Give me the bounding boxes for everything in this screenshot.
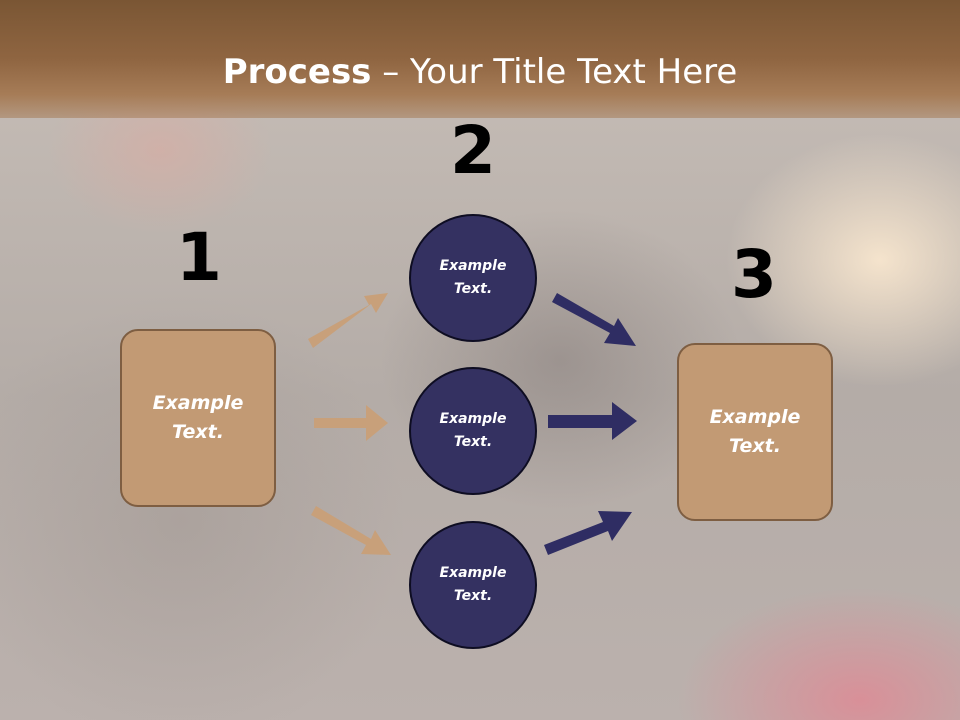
step-2-circle-top: Example Text. <box>409 214 537 342</box>
step-2-circle-middle: Example Text. <box>409 367 537 495</box>
title-bold: Process <box>222 52 372 92</box>
arrow-middle-to-3-icon <box>548 402 637 440</box>
step-2-circle-bottom: Example Text. <box>409 521 537 649</box>
step-1-box: Example Text. <box>120 329 276 507</box>
step-number-3: 3 <box>731 236 777 313</box>
arrow-1-to-bottom-icon <box>311 506 391 555</box>
arrow-1-to-middle-icon <box>314 405 388 441</box>
arrow-1-to-top-icon <box>308 293 388 348</box>
step-number-1: 1 <box>176 219 222 296</box>
circle-top-label: Example Text. <box>439 258 507 297</box>
circle-bottom-label: Example Text. <box>439 565 507 604</box>
step-3-label: Example Text. <box>709 406 801 457</box>
title-band <box>0 0 960 118</box>
tan-arrows <box>308 293 391 555</box>
step-3-box: Example Text. <box>677 343 833 521</box>
navy-arrows <box>544 293 637 555</box>
step-1-label: Example Text. <box>152 392 244 443</box>
arrow-top-to-3-icon <box>552 293 636 346</box>
circle-middle-label: Example Text. <box>439 411 507 450</box>
slide-title: Process – Your Title Text Here <box>0 52 960 92</box>
arrow-bottom-to-3-icon <box>544 511 632 555</box>
step-number-2: 2 <box>450 112 496 189</box>
title-rest: – Your Title Text Here <box>371 52 738 92</box>
